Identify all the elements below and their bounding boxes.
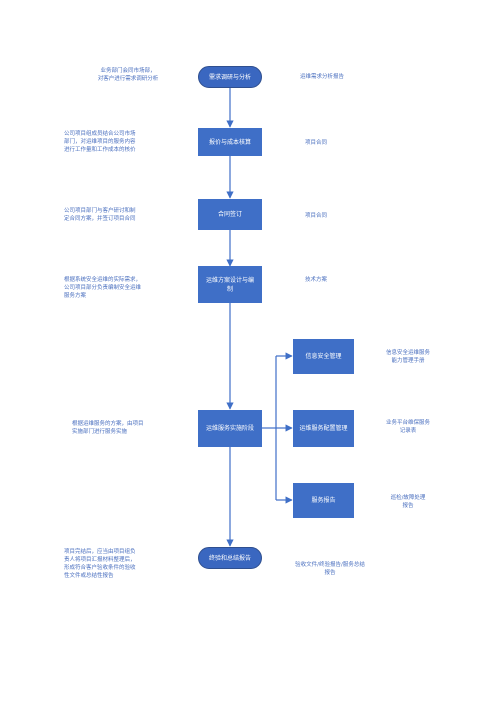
step-node-demand-analysis: 需求调研与分析 bbox=[198, 66, 262, 88]
step-node-contract-signing: 合同签订 bbox=[198, 199, 262, 230]
left-note-step2: 公司项目组成员结合公司市场 部门，对运维项目的服务内容 进行工作量和工作成本的核… bbox=[64, 131, 136, 153]
right-note-step4: 技术方案 bbox=[305, 277, 328, 283]
step-node-final-acceptance: 终验和总结报告 bbox=[198, 547, 262, 569]
branch-node-config-management: 运维服务配置管理 bbox=[293, 410, 354, 447]
right-note-step3: 项目合同 bbox=[305, 213, 328, 219]
right-note-step6: 验收文件/终验报告/服务总结 报告 bbox=[295, 562, 365, 576]
left-note-step3: 公司项目部门与客户研讨和制 定合同方案，并签订项目合同 bbox=[64, 208, 136, 222]
branch-arrows bbox=[262, 352, 293, 504]
branch-note-report: 巡检/故障处理 报告 bbox=[390, 495, 426, 509]
branch-note-config: 业务平台维保服务 记录表 bbox=[385, 420, 430, 434]
left-note-step1: 业务部门会同市场部， 对客户进行需求调研分析 bbox=[97, 68, 159, 82]
branch-note-security: 信息安全运维服务 能力管理手册 bbox=[385, 350, 430, 364]
step-node-quotation: 报价与成本核算 bbox=[198, 128, 262, 156]
left-note-step4: 根据系统安全运维的实际需求， 公司项目部分负责编制安全运维 服务方案 bbox=[64, 277, 142, 299]
right-note-step2: 项目合同 bbox=[305, 140, 328, 146]
step-node-service-implementation: 运维服务实施阶段 bbox=[198, 410, 262, 447]
left-note-step6: 项目完结后，应当由项目组负 责人将项目汇报材料整理后， 形成符合客户验收条件的验… bbox=[64, 549, 136, 579]
step-node-solution-design: 运维方案设计与编 制 bbox=[198, 266, 262, 303]
left-note-step5: 根据运维服务的方案，由项目 实施部门进行服务实施 bbox=[72, 421, 144, 435]
branch-node-service-report: 服务报告 bbox=[293, 483, 354, 518]
right-note-step1: 运维需求分析报告 bbox=[300, 74, 345, 80]
branch-node-security-management: 信息安全管理 bbox=[293, 339, 354, 374]
